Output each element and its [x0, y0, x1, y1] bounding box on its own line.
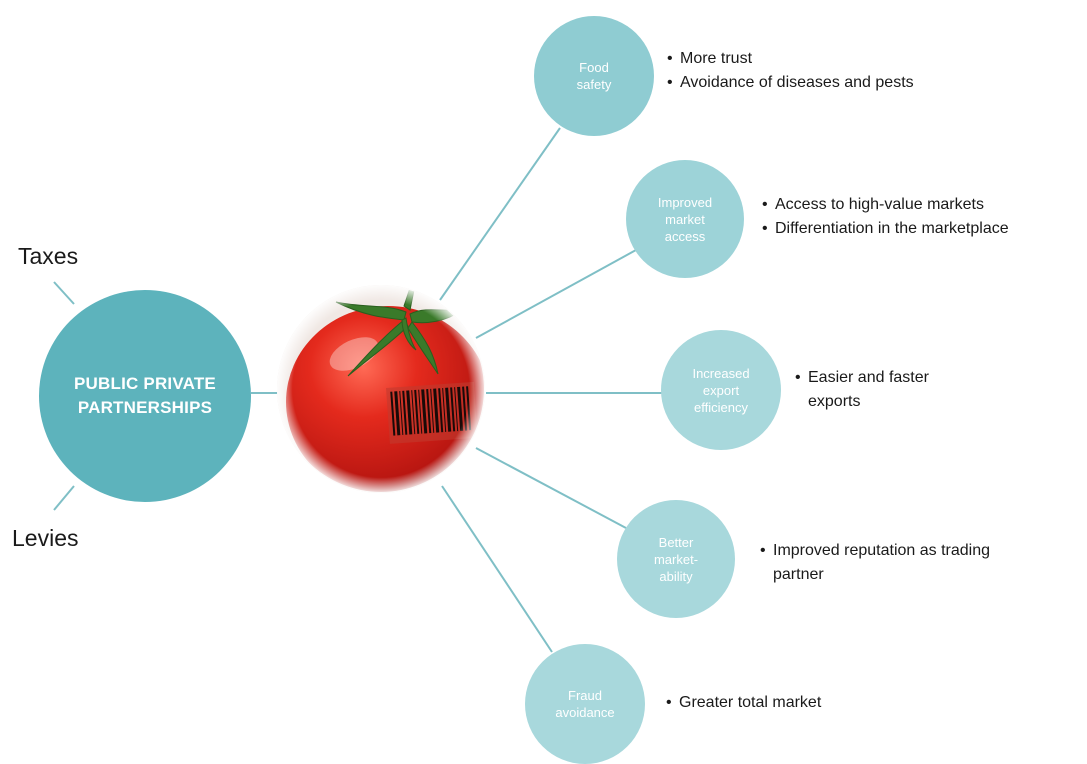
center-title: PUBLIC PRIVATE PARTNERSHIPS	[74, 374, 216, 417]
fraud-avoidance-bullets: Greater total market	[666, 691, 821, 715]
bullet-item: Greater total market	[666, 691, 821, 715]
benefit-fraud-avoidance-label: Fraud avoidance	[555, 688, 615, 720]
tomato-barcode-image	[276, 284, 486, 494]
bullet-item: More trust	[667, 47, 914, 71]
benefit-export-efficiency-label: Increased export efficiency	[692, 365, 750, 415]
connector-taxes	[53, 281, 75, 305]
bullet-item: Easier and faster exports	[795, 366, 985, 414]
levies-label: Levies	[12, 525, 79, 551]
connector-levies	[53, 485, 75, 511]
benefit-market-access-label: Improved market access	[657, 194, 713, 244]
connector-marketability	[475, 447, 627, 529]
public-private-partnerships-circle: PUBLIC PRIVATE PARTNERSHIPS	[39, 290, 251, 502]
food-safety-bullets: More trust Avoidance of diseases and pes…	[667, 47, 914, 95]
bullet-item: Improved reputation as trading partner	[760, 539, 1010, 587]
benefit-food-safety-label: Food safety	[576, 60, 612, 92]
benefit-food-safety: Food safety	[534, 16, 654, 136]
connector-fraud-avoidance	[441, 485, 553, 653]
benefit-market-access: Improved market access	[626, 160, 744, 278]
tomato-icon	[277, 285, 485, 493]
taxes-label: Taxes	[18, 243, 79, 269]
connector-food-safety	[439, 127, 561, 301]
export-efficiency-bullets: Easier and faster exports	[795, 366, 985, 414]
bullet-item: Avoidance of diseases and pests	[667, 71, 914, 95]
market-access-bullets: Access to high-value markets Differentia…	[762, 193, 1009, 241]
benefit-fraud-avoidance: Fraud avoidance	[525, 644, 645, 764]
bullet-item: Differentiation in the marketplace	[762, 217, 1009, 241]
bullet-item: Access to high-value markets	[762, 193, 1009, 217]
benefit-marketability-label: Better market- ability	[653, 534, 699, 584]
marketability-bullets: Improved reputation as trading partner	[760, 539, 1010, 587]
benefit-marketability: Better market- ability	[617, 500, 735, 618]
connector-market-access	[475, 249, 637, 339]
benefit-export-efficiency: Increased export efficiency	[661, 330, 781, 450]
